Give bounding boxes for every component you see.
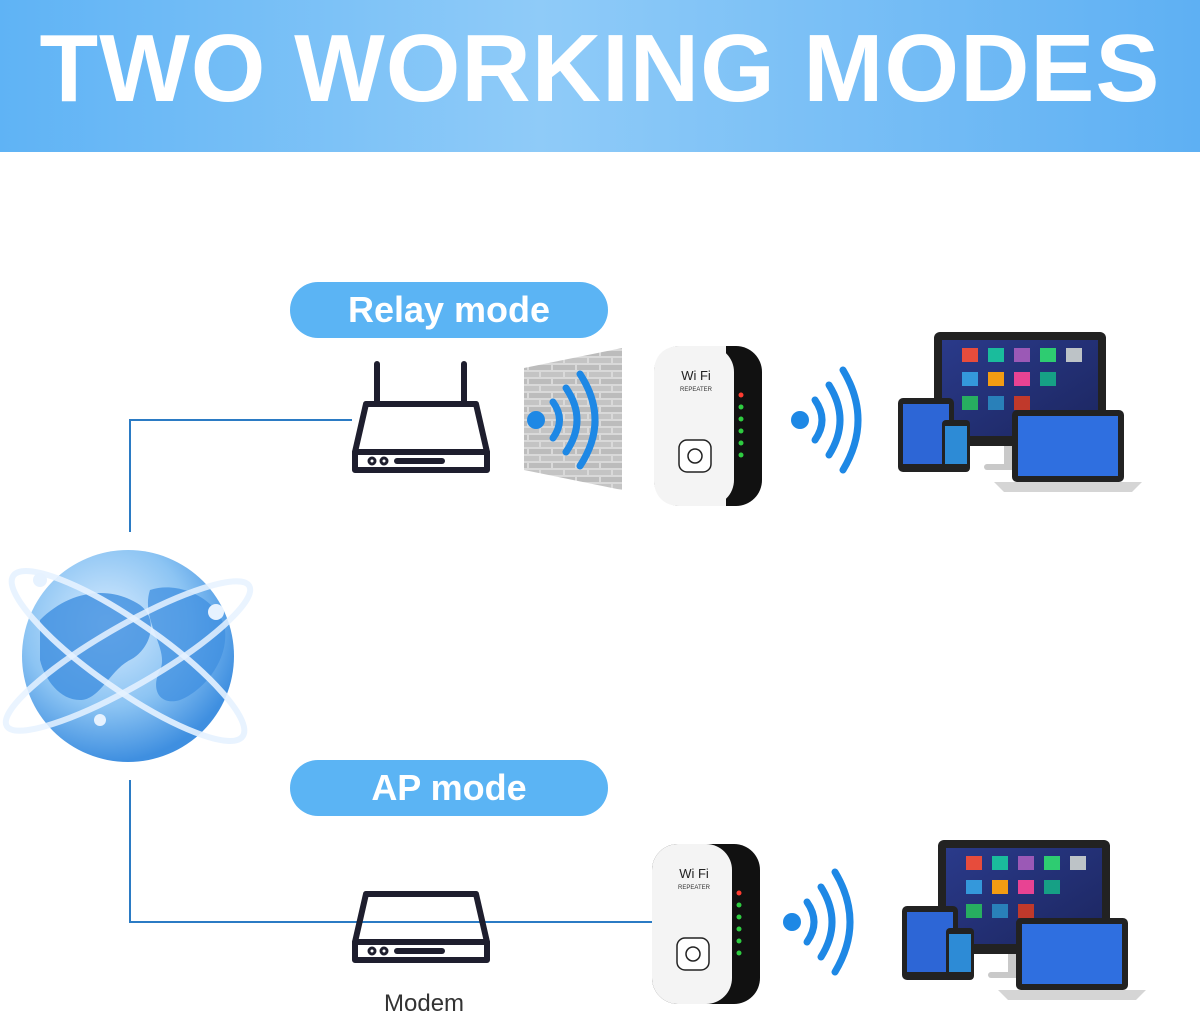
wifi-repeater-device: Wi Fi REPEATER [652,844,760,1004]
page-title: TWO WORKING MODES [39,15,1161,122]
wifi-repeater-device: Wi Fi REPEATER [654,346,762,506]
client-devices-icon [902,840,1146,1000]
repeater-sub-text: REPEATER [680,387,713,393]
internet-globe-icon [2,550,254,762]
modem-label: Modem [384,990,465,1017]
wifi-signal-icon [791,366,862,474]
repeater-brand-text: Wi Fi [679,866,709,881]
relay-mode-label: Relay mode [290,282,608,338]
repeater-brand-text: Wi Fi [681,368,711,383]
wifi-signal-icon [783,868,854,976]
ap-mode-label: AP mode [290,760,608,816]
client-devices-icon [898,332,1142,492]
header-banner: TWO WORKING MODES [0,0,1200,152]
ap-connection-line [129,780,652,923]
repeater-sub-text: REPEATER [678,885,711,891]
router-icon [352,361,490,473]
relay-connection-line [129,419,352,532]
wall-icon [524,348,622,490]
connection-lines [129,419,652,923]
modem-icon [352,891,490,963]
